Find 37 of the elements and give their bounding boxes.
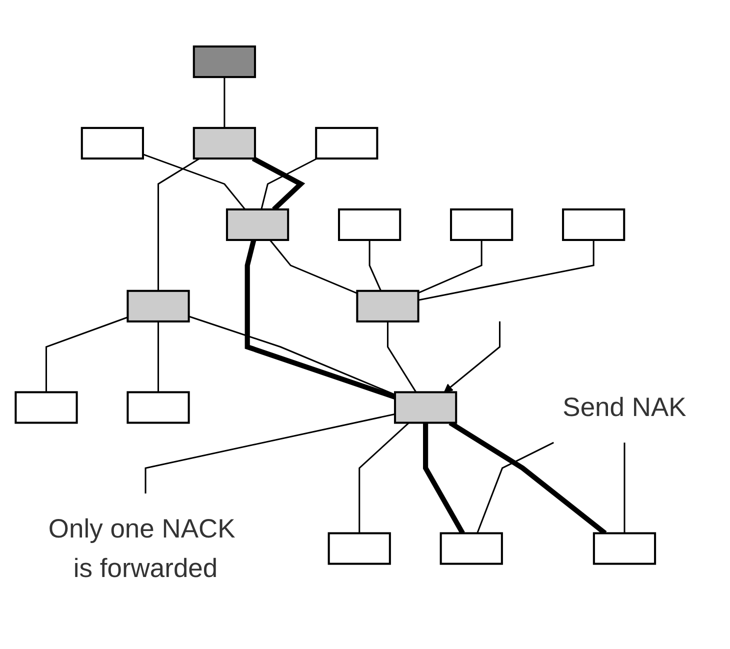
connector bbox=[386, 320, 417, 392]
connector bbox=[45, 316, 128, 392]
node-box bbox=[226, 208, 290, 240]
connector bbox=[244, 238, 396, 399]
node-box bbox=[450, 208, 514, 240]
connector bbox=[476, 441, 554, 534]
node-box bbox=[440, 532, 503, 564]
connector bbox=[418, 239, 482, 294]
connector bbox=[158, 157, 200, 290]
node-text: Send NAK bbox=[562, 391, 686, 422]
node-box bbox=[315, 126, 378, 160]
node-box bbox=[14, 390, 78, 424]
connector bbox=[358, 422, 410, 533]
node-box bbox=[192, 44, 256, 78]
connector bbox=[144, 412, 396, 494]
node-box bbox=[192, 126, 256, 160]
node-box bbox=[394, 390, 458, 424]
connector bbox=[260, 157, 318, 210]
connector bbox=[368, 239, 382, 291]
connector bbox=[158, 320, 160, 392]
connector bbox=[224, 76, 226, 128]
connector bbox=[269, 238, 358, 294]
node-box bbox=[562, 208, 626, 240]
arrow bbox=[444, 320, 500, 392]
node-box bbox=[356, 289, 420, 322]
node-box bbox=[328, 532, 391, 564]
node-box bbox=[80, 126, 144, 160]
connector bbox=[624, 442, 626, 533]
connector bbox=[418, 239, 594, 300]
connector bbox=[142, 153, 246, 210]
node-box bbox=[126, 390, 190, 424]
connector bbox=[188, 315, 396, 395]
node-text: Only one NACK is forwarded bbox=[48, 512, 236, 583]
node-box bbox=[338, 208, 402, 240]
connector bbox=[423, 422, 465, 534]
node-box bbox=[126, 289, 190, 322]
node-box bbox=[592, 532, 656, 564]
